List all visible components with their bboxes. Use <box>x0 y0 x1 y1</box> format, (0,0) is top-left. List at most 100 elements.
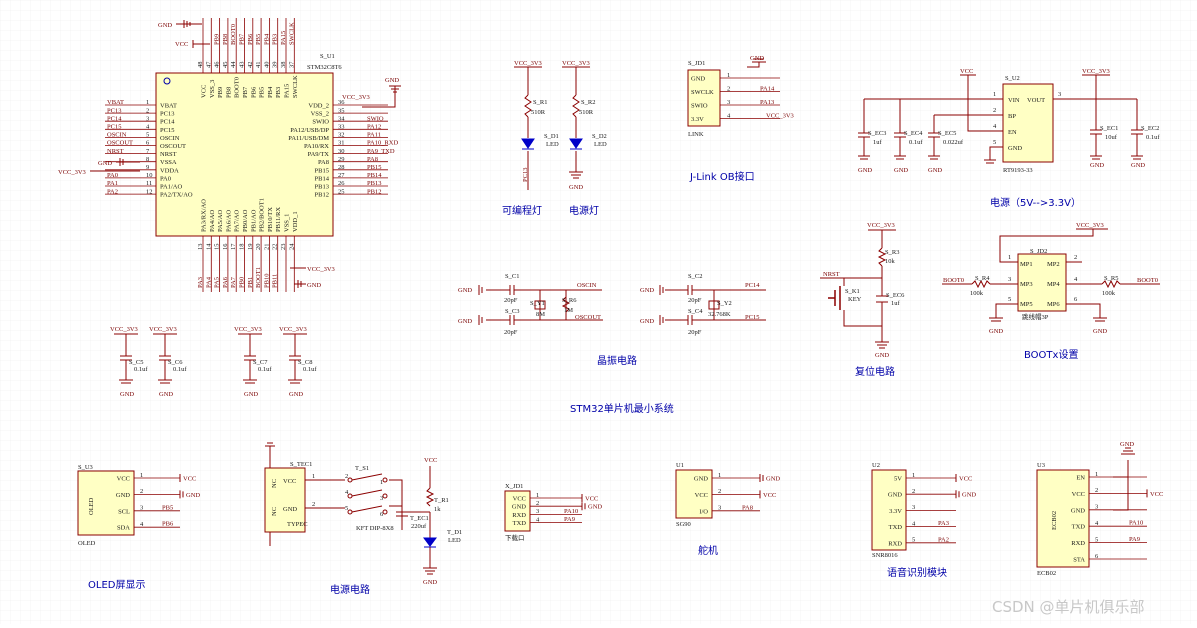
reset-gnd: GND <box>875 352 889 359</box>
uart-pins-net: GND <box>588 504 602 511</box>
led-prog-r-val: 510R <box>531 109 546 116</box>
switch-contact-icon <box>347 509 353 515</box>
voice-pins-number: 1 <box>912 472 915 479</box>
uart-body[interactable] <box>504 490 531 532</box>
ecb-pins-number: 5 <box>1095 536 1098 543</box>
mcu-pin-number: 4 <box>146 124 150 131</box>
crystal-block[interactable]: GND GND S_C1 20pF S_C3 20pF S_Y1 8M S_R6… <box>458 273 766 367</box>
mcu-pin-name: PB9 <box>217 87 224 98</box>
jlink-pin-number: 4 <box>727 112 731 119</box>
hse-c1: S_C1 <box>505 273 519 280</box>
lse-in: PC14 <box>745 282 760 289</box>
reg-cap-ref: S_EC1 <box>1100 125 1118 132</box>
reset-r-val: 10k <box>885 258 896 265</box>
resistor-icon <box>425 487 435 507</box>
tec-body[interactable] <box>264 467 306 533</box>
mcu-pin-name: OSCOUT <box>160 143 186 150</box>
mcu-pin-name: VBAT <box>160 103 177 110</box>
decoupling-gnd: GND <box>289 391 303 398</box>
mcu-pin-number: 7 <box>146 148 150 155</box>
vcc-icon <box>192 40 210 48</box>
mcu-pin-number: 1 <box>146 99 149 106</box>
pin1-marker-icon <box>163 77 171 85</box>
mcu-net-label: PB10 <box>263 274 270 288</box>
mcu-body[interactable] <box>155 72 334 237</box>
switch-ref: T_S1 <box>355 465 369 472</box>
boot-mp6: MP6 <box>1047 301 1060 308</box>
mcu-net-label: PB6 <box>247 33 254 45</box>
reset-k-ref: S_K1 <box>845 288 860 295</box>
resistor-icon <box>572 94 580 118</box>
mcu-pin-number: 25 <box>338 188 345 195</box>
mcu-block[interactable]: S_U1 STM32C8T6 VBAT1VBATPC132PC13PC143PC… <box>58 18 401 292</box>
reg-body[interactable] <box>1002 83 1054 163</box>
oled-part: OLED <box>78 540 96 547</box>
voice-body[interactable] <box>871 469 907 551</box>
led-circuits[interactable]: VCC_3V3 S_R1 510R S_D1 LED PC13 VCC_3V3 … <box>502 60 607 217</box>
jlink-body[interactable] <box>687 69 721 127</box>
servo-body[interactable] <box>675 469 713 519</box>
led-power-d-ref: S_D2 <box>592 133 607 140</box>
boot-vcc: VCC_3V3 <box>1076 222 1104 229</box>
boot-block[interactable]: VCC_3V3 S_JD2 MP1 MP2 MP3 MP4 MP5 MP6 1 … <box>942 222 1160 361</box>
ecb-body-text: ECB02 <box>1051 511 1058 530</box>
reg-cap-ref: S_EC3 <box>868 130 886 137</box>
mcu-net-label: PA3 <box>197 277 204 288</box>
led-prog-vcc: VCC_3V3 <box>514 60 542 67</box>
capacitor-icon <box>396 511 408 517</box>
mcu-pin-number: 44 <box>230 61 237 68</box>
ecb-pins-name: TXD <box>1072 524 1086 531</box>
reset-block[interactable]: VCC_3V3 S_R3 10k S_K1 KEY S_EC6 1uf NRST… <box>820 222 905 378</box>
mcu-net-label: PB11 <box>272 274 279 288</box>
mcu-top-pins: VCC48VSS_347PB946PB9PB845PB8BOOT044BOOT0… <box>197 18 299 98</box>
mcu-pin-number: 18 <box>239 244 246 251</box>
power-input-block[interactable]: S_TEC1 VCC GND 1 2 NC NC TYPEC T_S1 1 2 … <box>264 442 462 596</box>
uart-pins-name: RXD <box>512 512 526 519</box>
mcu-pin-number: 43 <box>239 62 246 69</box>
jlink-ref: S_JD1 <box>688 60 705 67</box>
ecb-body[interactable] <box>1036 469 1090 568</box>
gnd-icon <box>858 155 1143 164</box>
boot-wire <box>942 228 1160 318</box>
jlink-pin-number: 2 <box>727 85 730 92</box>
mcu-part: STM32C8T6 <box>307 64 342 71</box>
boot-r4-val: 100k <box>970 290 984 297</box>
regulator-block[interactable]: S_U2 VIN VOUT BP EN GND 1 2 4 5 3 RT9193… <box>858 68 1160 209</box>
oled-body[interactable] <box>77 470 135 536</box>
mcu-net-label: PC15 <box>107 124 121 131</box>
reg-vin: VCC <box>960 68 973 75</box>
mcu-pin-number: 39 <box>272 62 279 69</box>
servo-pins-number: 1 <box>718 472 721 479</box>
boot-body[interactable] <box>1017 253 1067 312</box>
lse-out: PC15 <box>745 314 759 321</box>
decoupling-value: 0.1uf <box>134 366 148 373</box>
lse-c1: S_C2 <box>688 273 702 280</box>
voice-pins-number: 4 <box>912 520 916 527</box>
jlink-pin-name: SWIO <box>691 103 708 110</box>
gnd-icon <box>759 474 764 482</box>
tec-vcc: VCC <box>283 478 296 485</box>
mcu-pin-name: PA4/AO <box>209 210 216 232</box>
led-prog-r-ref: S_R1 <box>533 99 547 106</box>
decoupling-value: 0.1uf <box>258 366 272 373</box>
hse-gnd1: GND <box>458 287 472 294</box>
mcu-pin-number: 19 <box>247 244 254 251</box>
mcu-gnd-top-label: GND <box>158 22 172 29</box>
uart-pins-number: 1 <box>536 492 539 499</box>
jlink-pin-number: 3 <box>727 99 730 106</box>
mcu-net-label: PC13 <box>107 107 121 114</box>
reg-cap-gnd: GND <box>858 167 872 174</box>
tec-gnd: GND <box>283 506 297 513</box>
mcu-net-label: PC14 <box>107 115 122 122</box>
mcu-pin-name: PA0 <box>160 175 171 182</box>
boot-mp5: MP5 <box>1020 301 1033 308</box>
